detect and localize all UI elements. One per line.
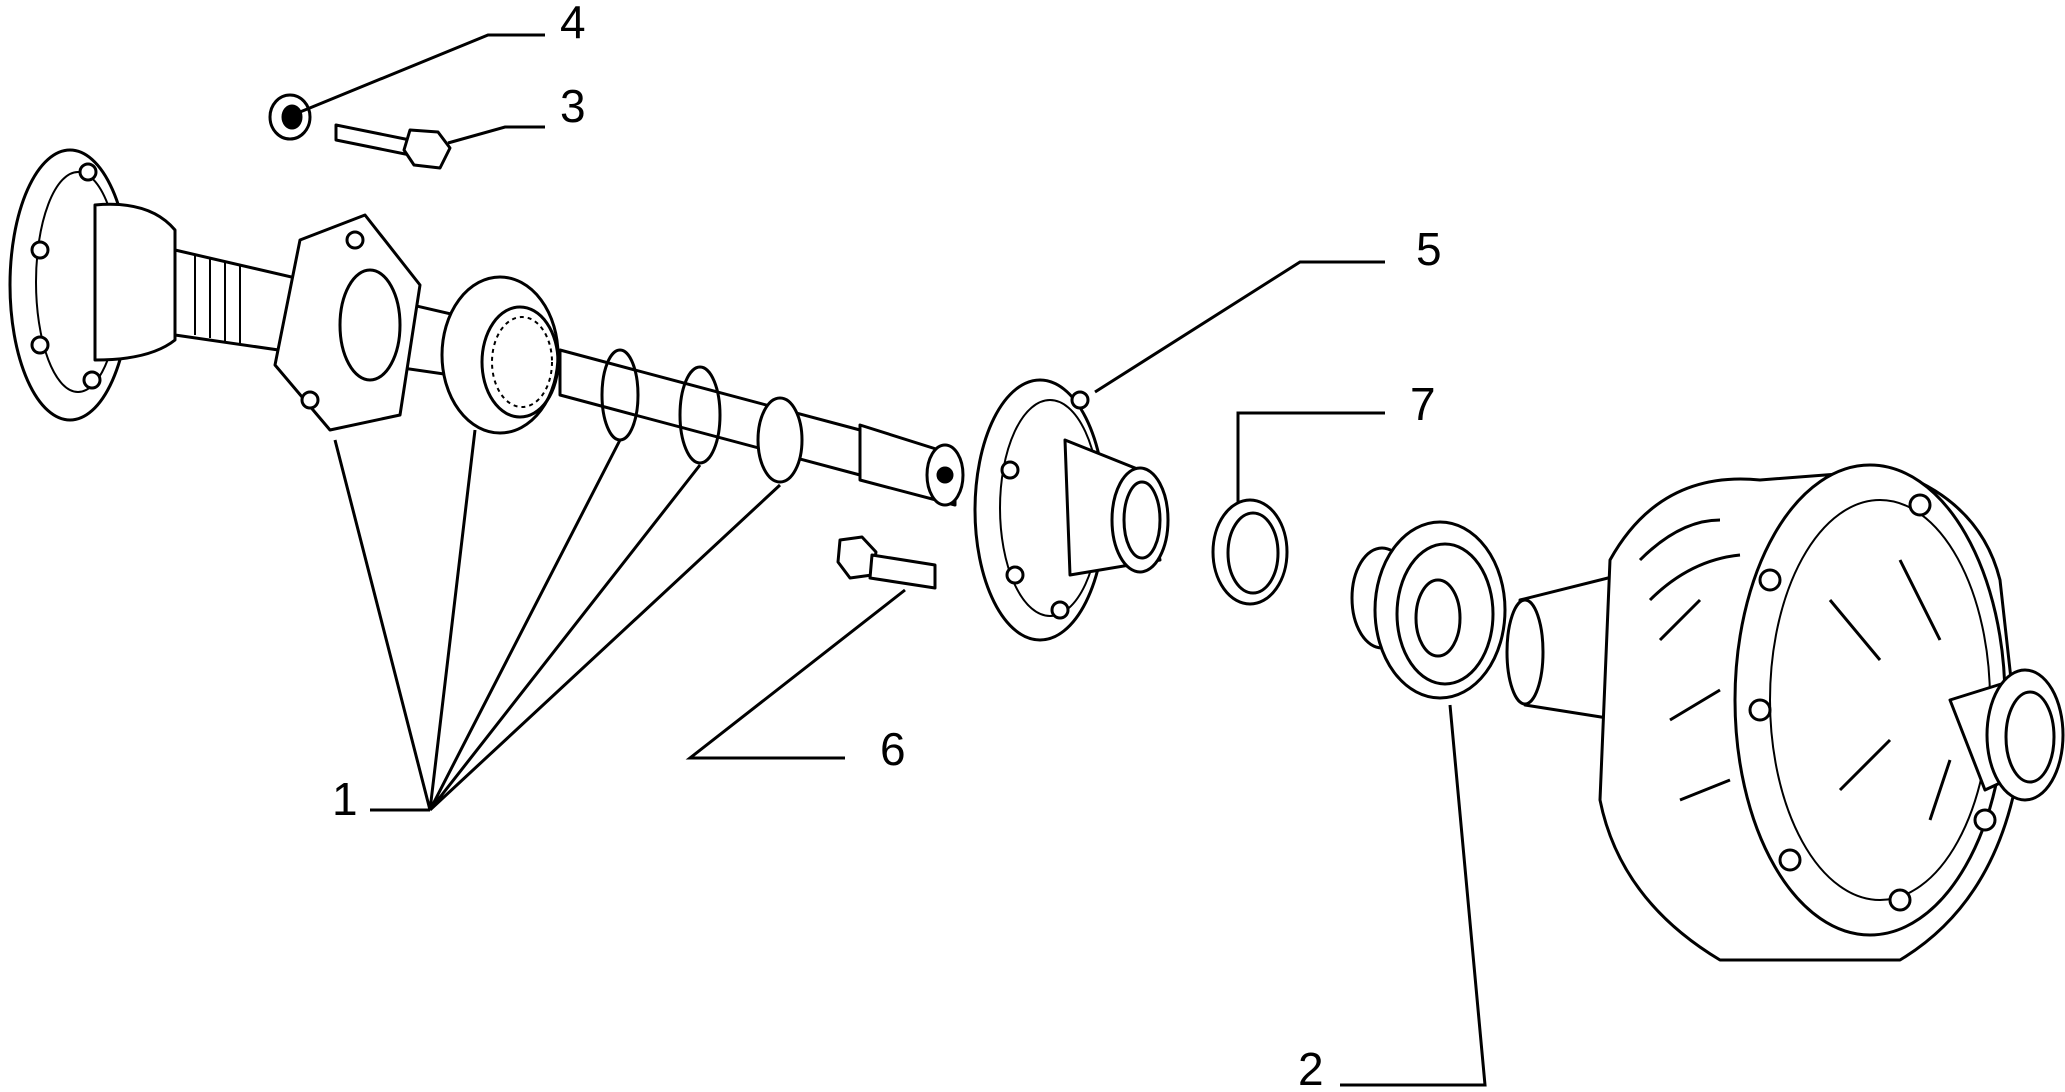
callout-1: 1 xyxy=(332,773,358,825)
plate-hole xyxy=(345,230,365,250)
callout-labels: 4 3 5 7 6 1 2 xyxy=(332,0,1442,1092)
retainer-plate xyxy=(273,213,422,432)
bearing-race xyxy=(480,305,560,419)
callout-3: 3 xyxy=(560,80,586,132)
leader-1 xyxy=(333,429,782,812)
leader-4 xyxy=(299,33,545,114)
flange-part-5 xyxy=(973,378,1170,642)
o-ring-part-7 xyxy=(1211,498,1289,606)
leader-2 xyxy=(1340,704,1487,1087)
bolt-part-6 xyxy=(836,535,937,590)
callout-7: 7 xyxy=(1410,378,1436,430)
bolt-part-3 xyxy=(334,123,452,170)
differential-housing xyxy=(1505,463,2065,962)
bearing-balls xyxy=(491,316,553,408)
flange-hole xyxy=(78,162,98,182)
flange-hole xyxy=(30,335,50,355)
plate-hole xyxy=(300,390,320,410)
callout-5: 5 xyxy=(1416,223,1442,275)
flange-hole xyxy=(30,240,50,260)
housing-fins xyxy=(1638,518,1741,802)
circlip xyxy=(678,365,722,465)
leader-6 xyxy=(685,588,906,760)
seal-bearing-part-2 xyxy=(1350,520,1507,700)
axle-shaft-assembly xyxy=(8,148,965,507)
leader-3 xyxy=(447,125,545,145)
shaft-ridges xyxy=(194,255,241,345)
callout-4: 4 xyxy=(560,0,586,48)
nut-part-4 xyxy=(268,93,312,141)
flange-hole xyxy=(82,370,102,390)
leader-lines xyxy=(299,33,1487,1087)
plate-bore xyxy=(338,268,402,382)
leader-5 xyxy=(1094,260,1385,394)
flange-hub xyxy=(93,202,177,362)
leader-7 xyxy=(1236,411,1385,503)
shaft-center-hole xyxy=(936,466,954,484)
callout-6: 6 xyxy=(880,723,906,775)
callout-2: 2 xyxy=(1298,1043,1324,1092)
seal-ring xyxy=(756,396,804,484)
